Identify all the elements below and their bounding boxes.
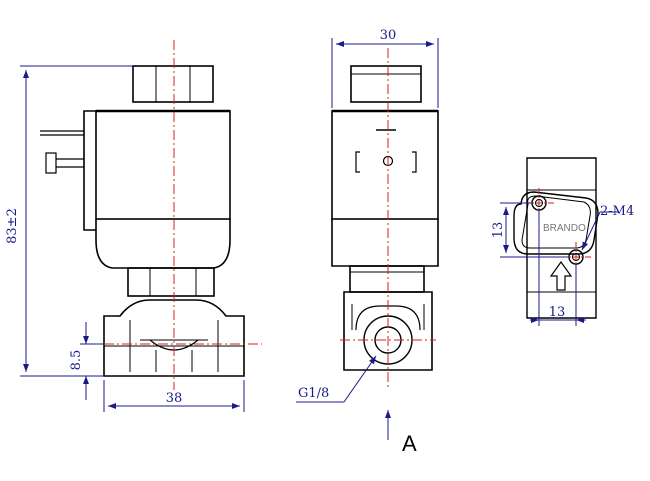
overall-height-dimension: 83±2	[5, 208, 20, 244]
view-a-dimensions	[500, 202, 618, 326]
flow-arrow	[549, 260, 573, 291]
coil-width-dimension: 30	[380, 28, 397, 43]
body-width-dimension: 38	[166, 391, 183, 406]
mount-vertical-dimension: 13	[491, 222, 506, 239]
side-stem	[127, 267, 215, 297]
side-centerlines	[86, 40, 262, 390]
port-height-dimension: 8.5	[69, 350, 84, 371]
side-top-nut	[132, 65, 214, 103]
mount-holes-callout: 2-M4	[600, 204, 634, 219]
side-view	[40, 65, 245, 377]
front-dimensions	[296, 38, 439, 440]
front-valve-body	[343, 291, 433, 371]
front-centerlines	[340, 48, 436, 390]
mount-horizontal-dimension: 13	[549, 305, 566, 320]
view-a	[513, 157, 599, 319]
view-arrow-label: A	[402, 431, 417, 456]
front-top-nut	[350, 65, 422, 103]
thread-dimension: G1/8	[298, 386, 329, 401]
view-a-body	[526, 157, 597, 319]
side-connector	[83, 110, 96, 231]
front-stem	[349, 265, 425, 293]
side-valve-body	[103, 299, 245, 377]
side-dimensions	[20, 65, 245, 412]
front-view	[331, 65, 439, 371]
side-coil	[95, 110, 231, 220]
brand-label: BRANDO	[543, 223, 586, 234]
view-a-flange	[513, 191, 599, 255]
